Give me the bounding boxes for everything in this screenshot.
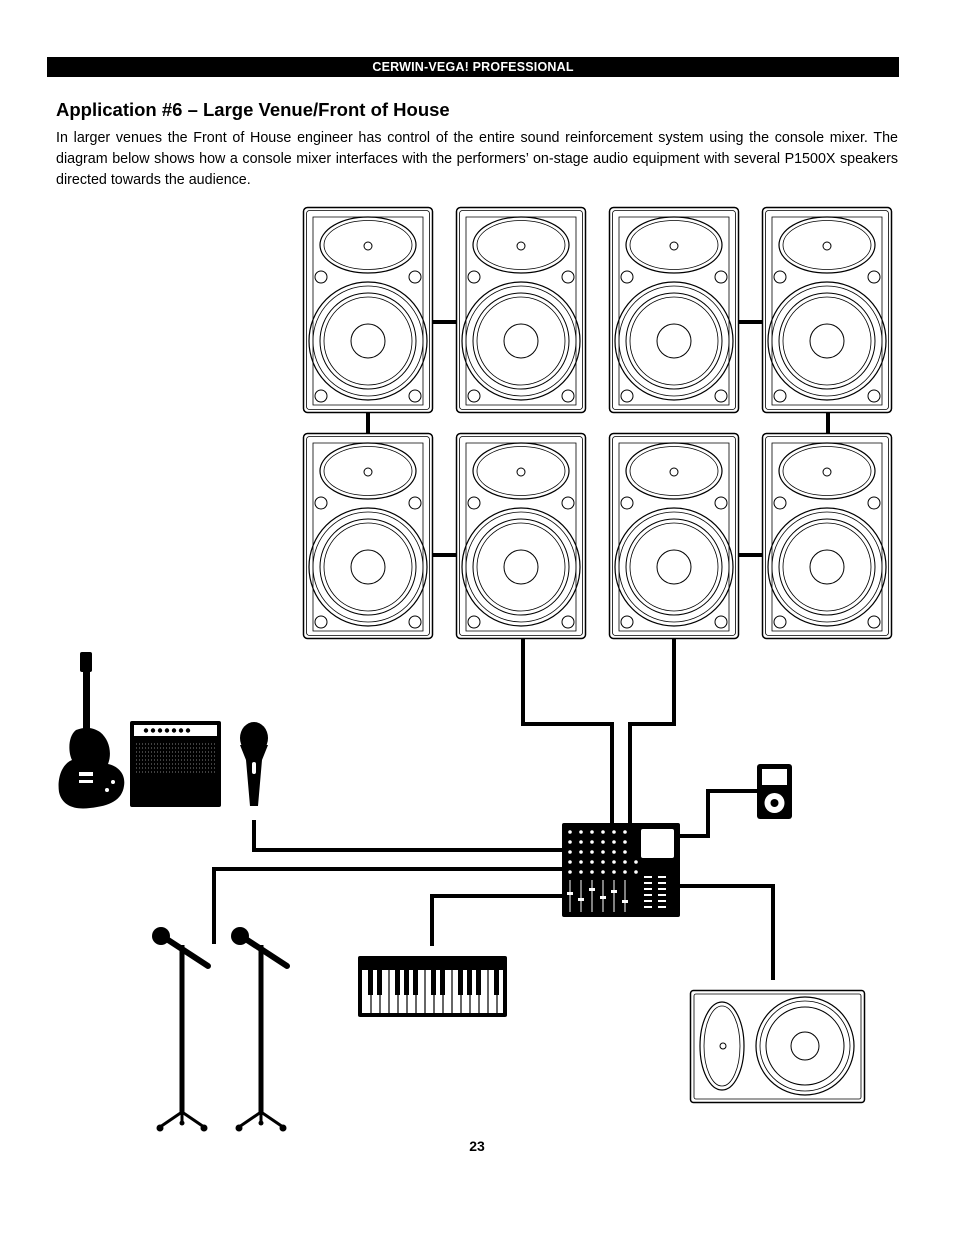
speaker-links [366, 320, 830, 557]
intro-paragraph: In larger venues the Front of House engi… [56, 130, 898, 188]
speaker-top-2 [455, 206, 587, 414]
console-mixer-icon [562, 823, 680, 917]
header-bar: CERWIN-VEGA! PROFESSIONAL [47, 57, 899, 77]
section-title: Application #6 – Large Venue/Front of Ho… [56, 99, 450, 120]
keyboard-icon [358, 956, 507, 1017]
page-number: 23 [469, 1138, 485, 1154]
handheld-microphone-icon [240, 722, 268, 806]
floor-monitor-icon [689, 989, 866, 1104]
stand-microphone-1-icon [152, 927, 208, 1132]
speaker-bottom-4 [761, 432, 893, 640]
speaker-bottom-3 [608, 432, 740, 640]
speaker-bottom-2 [455, 432, 587, 640]
stand-microphone-2-icon [231, 927, 287, 1132]
brand-name: CERWIN-VEGA! PROFESSIONAL [372, 60, 574, 74]
speaker-top-3 [608, 206, 740, 414]
signal-cables [212, 639, 775, 980]
speaker-bottom-1 [302, 432, 434, 640]
speaker-top-1 [302, 206, 434, 414]
media-player-icon [757, 764, 792, 819]
speaker-array [302, 206, 893, 640]
electric-guitar-icon [58, 652, 125, 809]
guitar-amplifier-icon [130, 721, 221, 807]
speaker-top-4 [761, 206, 893, 414]
